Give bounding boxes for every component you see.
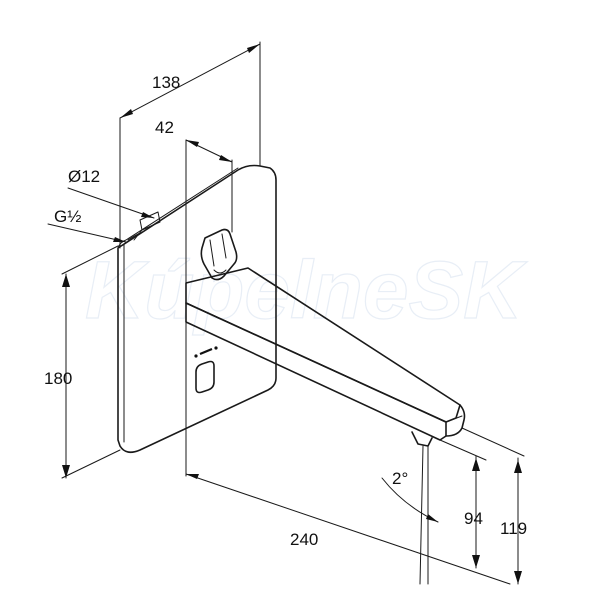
wall-plate — [117, 164, 277, 454]
sensor-window — [194, 346, 218, 394]
dim-angle-label: 2° — [392, 469, 408, 488]
dimension-angle: 2° — [381, 445, 439, 585]
dimension-240: 240 — [185, 321, 511, 585]
dim-thread-label: G½ — [54, 207, 81, 226]
dimension-94: 94 — [439, 439, 487, 569]
dimension-138: 138 — [119, 41, 261, 249]
dim-diameter-label: Ø12 — [68, 167, 100, 186]
spout — [185, 267, 466, 447]
dim-94-label: 94 — [464, 509, 483, 528]
diameter-leader: Ø12 — [67, 167, 155, 219]
dimension-42: 42 — [155, 118, 233, 284]
dim-119-label: 119 — [500, 519, 527, 538]
connector-pipe — [133, 211, 161, 241]
dimension-180: 180 — [44, 245, 121, 479]
dim-180-label: 180 — [44, 369, 72, 388]
dimension-119: 119 — [461, 427, 527, 585]
dim-42-label: 42 — [155, 118, 174, 137]
temperature-knob — [200, 228, 238, 281]
dim-138-label: 138 — [152, 73, 180, 92]
watermark-text: KúpelneSK — [85, 245, 528, 336]
thread-leader: G½ — [47, 207, 127, 243]
dim-240-label: 240 — [290, 530, 318, 549]
